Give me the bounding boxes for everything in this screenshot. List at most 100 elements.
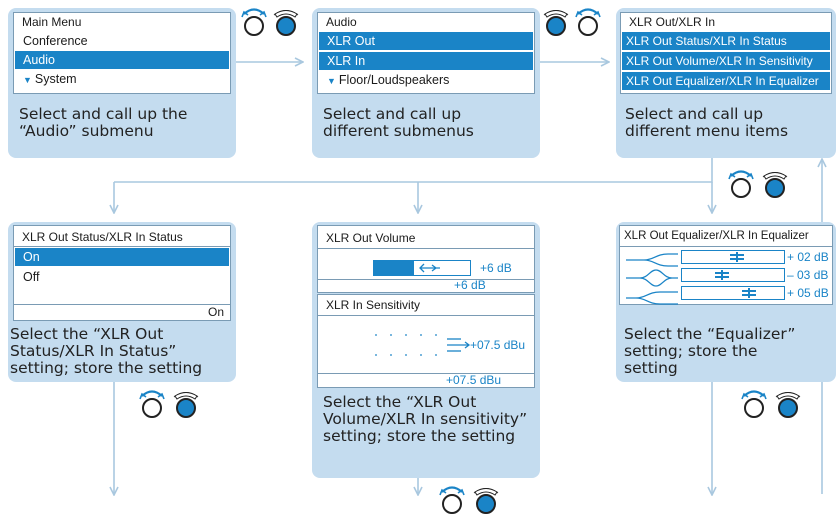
- rotate-knob-icon: [741, 390, 767, 418]
- eq-slider-mid-handle: [715, 270, 729, 280]
- menu-item-system[interactable]: ▼System: [15, 70, 229, 88]
- volume-out-value: +6 dB: [480, 261, 512, 275]
- eq-slider-low[interactable]: [681, 286, 785, 300]
- knob-pair: [741, 390, 801, 418]
- main-menu-caption: Select and call up the “Audio” submenu: [19, 106, 187, 140]
- scroll-down-icon: ▼: [23, 75, 32, 85]
- volume-setting-panel: XLR Out Volume +6 dB +6 dB XLR In Sensit…: [312, 222, 540, 478]
- equalizer-display: XLR Out Equalizer/XLR In Equalizer: [619, 225, 833, 305]
- slider-handle-icon: [419, 263, 440, 273]
- audio-menu-title: Audio: [326, 15, 357, 29]
- caption-line: Status/XLR In Status”: [10, 342, 177, 360]
- divider: [14, 246, 230, 247]
- rotate-knob-icon: [139, 390, 165, 418]
- knob-pair: [241, 8, 299, 36]
- sensitivity-in-value: +07.5 dBu: [470, 338, 526, 352]
- sensitivity-in-current: +07.5 dBu: [446, 373, 502, 387]
- volume-out-current: +6 dB: [454, 278, 486, 292]
- main-menu-display: Main Menu Conference Audio ▼System: [13, 12, 231, 94]
- eq-band-icons: [626, 253, 678, 305]
- xlr-menu-display: XLR Out/XLR In XLR Out Status/XLR In Sta…: [620, 12, 832, 94]
- main-menu-title: Main Menu: [22, 15, 82, 29]
- eq-slider-low-handle: [742, 288, 756, 298]
- rotate-knob-icon: [241, 8, 267, 36]
- status-setting-panel: XLR Out Status/XLR In Status On Off On S…: [8, 222, 236, 382]
- caption-line: setting: [624, 359, 678, 377]
- sensitivity-scale[interactable]: [373, 331, 473, 361]
- volume-caption: Select the “XLR Out Volume/XLR In sensit…: [323, 394, 527, 445]
- volume-out-title: XLR Out Volume: [326, 231, 416, 245]
- status-option-off[interactable]: Off: [23, 270, 40, 284]
- push-knob-icon: [173, 392, 199, 418]
- menu-item-xlr-status[interactable]: XLR Out Status/XLR In Status: [622, 32, 830, 50]
- xlr-menu-panel: XLR Out/XLR In XLR Out Status/XLR In Sta…: [616, 8, 836, 158]
- eq-slider-high-handle: [730, 252, 744, 262]
- menu-item-floor-loudspeakers[interactable]: ▼Floor/Loudspeakers: [319, 71, 533, 89]
- eq-slider-mid[interactable]: [681, 268, 785, 282]
- push-knob-icon: [273, 10, 299, 36]
- knob-pair: [728, 170, 788, 198]
- caption-line: Select the “XLR Out: [10, 325, 164, 343]
- caption-line: setting; store the setting: [323, 427, 516, 445]
- status-display: XLR Out Status/XLR In Status On Off On: [13, 225, 231, 321]
- equalizer-setting-panel: XLR Out Equalizer/XLR In Equalizer: [616, 222, 836, 382]
- divider: [318, 248, 534, 249]
- caption-line: different menu items: [625, 122, 789, 140]
- push-knob-icon: [762, 172, 788, 198]
- menu-item-xlr-in[interactable]: XLR In: [319, 52, 533, 70]
- menu-item-xlr-out[interactable]: XLR Out: [319, 32, 533, 50]
- push-knob-icon: [543, 10, 569, 36]
- high-shelf-icon: [626, 253, 678, 267]
- caption-line: setting; store the: [624, 342, 758, 360]
- caption-line: “Audio” submenu: [19, 122, 154, 140]
- caption-line: Select and call up the: [19, 105, 188, 123]
- equalizer-caption: Select the “Equalizer” setting; store th…: [624, 326, 795, 377]
- divider: [318, 373, 534, 374]
- caption-line: Select the “Equalizer”: [624, 325, 796, 343]
- status-caption: Select the “XLR Out Status/XLR In Status…: [10, 326, 202, 377]
- status-title: XLR Out Status/XLR In Status: [22, 230, 183, 244]
- audio-menu-caption: Select and call up different submenus: [323, 106, 474, 140]
- knob-pair: [439, 486, 499, 514]
- divider: [14, 304, 230, 305]
- menu-item-audio[interactable]: Audio: [15, 51, 229, 69]
- rotate-knob-icon: [728, 170, 754, 198]
- caption-line: setting; store the setting: [10, 359, 203, 377]
- menu-item-xlr-equalizer[interactable]: XLR Out Equalizer/XLR In Equalizer: [622, 72, 830, 90]
- volume-slider[interactable]: [373, 260, 471, 276]
- menu-item-conference[interactable]: Conference: [23, 34, 88, 48]
- rotate-knob-icon: [575, 8, 601, 36]
- eq-slider-high[interactable]: [681, 250, 785, 264]
- status-option-on[interactable]: On: [15, 248, 229, 266]
- volume-slider-fill: [374, 261, 414, 275]
- sensitivity-in-title: XLR In Sensitivity: [326, 298, 421, 312]
- xlr-menu-caption: Select and call up different menu items: [625, 106, 788, 140]
- eq-value-mid: – 03 dB: [787, 268, 829, 282]
- scroll-down-icon: ▼: [327, 76, 336, 86]
- menu-item-system-label: System: [34, 72, 77, 86]
- peak-filter-icon: [626, 269, 678, 287]
- push-knob-icon: [473, 488, 499, 514]
- audio-menu-panel: Audio XLR Out XLR In ▼Floor/Loudspeakers…: [312, 8, 540, 158]
- equalizer-title: XLR Out Equalizer/XLR In Equalizer: [624, 230, 809, 242]
- push-knob-icon: [775, 392, 801, 418]
- eq-value-low: + 05 dB: [787, 286, 829, 300]
- caption-line: different submenus: [323, 122, 474, 140]
- audio-menu-display: Audio XLR Out XLR In ▼Floor/Loudspeakers: [317, 12, 535, 94]
- menu-item-xlr-volume[interactable]: XLR Out Volume/XLR In Sensitivity: [622, 52, 830, 70]
- divider: [318, 279, 534, 280]
- divider: [318, 315, 534, 316]
- volume-out-display: XLR Out Volume +6 dB +6 dB: [317, 225, 535, 293]
- knob-pair: [543, 8, 601, 36]
- caption-line: Select and call up: [625, 105, 764, 123]
- caption-line: Select the “XLR Out: [323, 393, 477, 411]
- menu-item-floor-label: Floor/Loudspeakers: [338, 73, 450, 87]
- caption-line: Select and call up: [323, 105, 462, 123]
- knob-pair: [139, 390, 199, 418]
- divider: [620, 246, 832, 247]
- status-current-value: On: [207, 305, 224, 319]
- caption-line: Volume/XLR In sensitivity”: [323, 410, 528, 428]
- low-shelf-icon: [626, 291, 678, 305]
- xlr-menu-title: XLR Out/XLR In: [629, 15, 716, 29]
- rotate-knob-icon: [439, 486, 465, 514]
